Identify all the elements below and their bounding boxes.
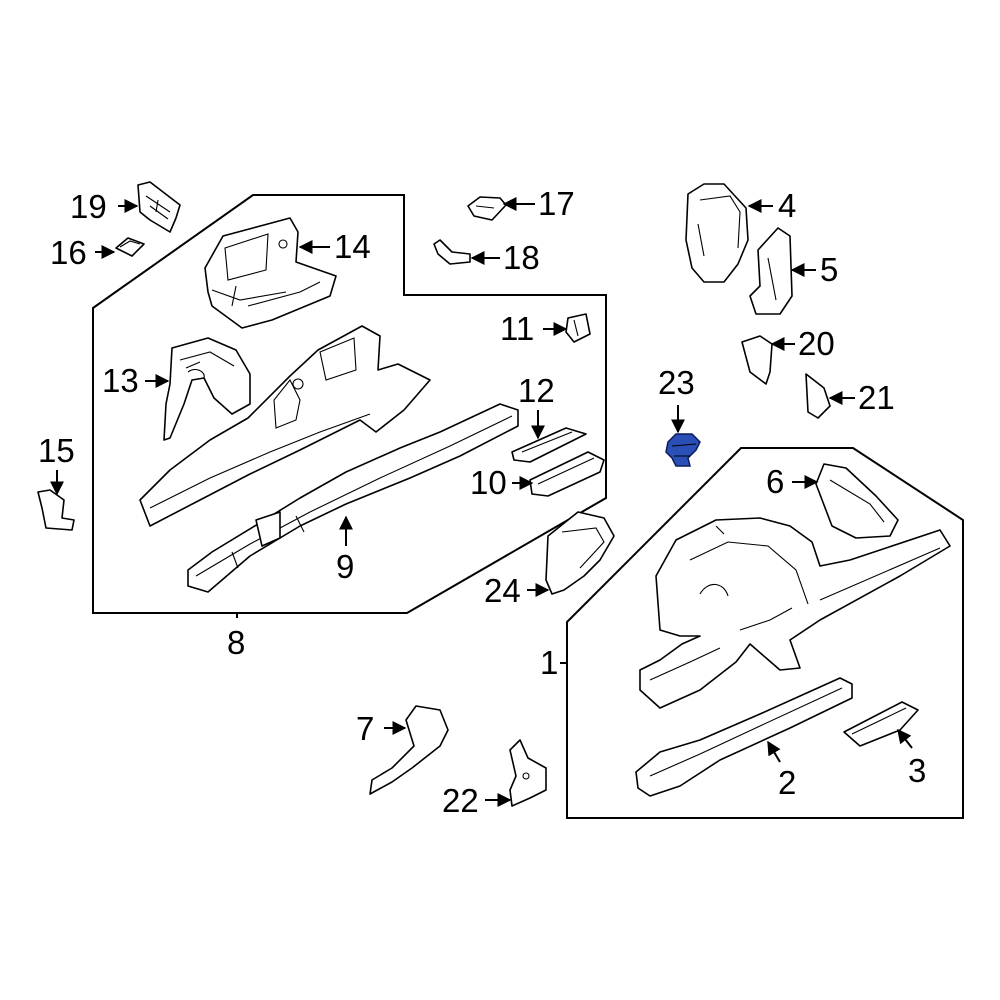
callout-21[interactable]: 21 [858, 379, 895, 416]
part-5-bracket[interactable] [749, 227, 793, 315]
callout-15[interactable]: 15 [38, 432, 75, 469]
upper-rail-assembly [139, 325, 431, 527]
part-20-bracket[interactable] [741, 335, 773, 385]
callout-7[interactable]: 7 [356, 710, 374, 747]
part-1-quarter-assembly[interactable] [639, 517, 951, 709]
callout-20[interactable]: 20 [798, 325, 835, 362]
callout-16[interactable]: 16 [50, 234, 87, 271]
part-23-highlighted[interactable] [665, 433, 701, 467]
callout-24[interactable]: 24 [484, 572, 521, 609]
part-7-bracket[interactable] [369, 705, 449, 795]
part-13-wheelhouse[interactable] [163, 337, 251, 441]
part-4-bracket[interactable] [685, 183, 749, 283]
callout-10[interactable]: 10 [470, 464, 507, 501]
part-21-bracket[interactable] [805, 373, 831, 419]
callout-8[interactable]: 8 [227, 624, 245, 661]
callout-4[interactable]: 4 [778, 187, 796, 224]
callout-6[interactable]: 6 [766, 463, 784, 500]
part-19-bracket[interactable] [137, 181, 181, 233]
callout-1[interactable]: 1 [540, 644, 558, 681]
part-12-rail[interactable] [511, 427, 587, 463]
callout-17[interactable]: 17 [538, 185, 575, 222]
callout-labels: 19 16 14 17 18 11 13 15 12 10 9 8 24 4 5… [38, 185, 926, 819]
part-14-floor-pan[interactable] [204, 217, 337, 329]
part-16-pad[interactable] [115, 237, 145, 257]
callout-3[interactable]: 3 [908, 752, 926, 789]
callout-2[interactable]: 2 [778, 764, 796, 801]
part-3-plate[interactable] [843, 701, 919, 747]
callout-5[interactable]: 5 [820, 251, 838, 288]
part-22-bracket[interactable] [509, 739, 547, 807]
part-15-bracket[interactable] [37, 489, 75, 531]
group-1-outline [566, 447, 964, 819]
callout-14[interactable]: 14 [334, 228, 371, 265]
group-8-outline [92, 194, 607, 614]
part-18-bracket[interactable] [433, 239, 471, 265]
callout-13[interactable]: 13 [102, 362, 139, 399]
callout-12[interactable]: 12 [518, 372, 555, 409]
callout-22[interactable]: 22 [442, 782, 479, 819]
part-9-rail[interactable] [187, 403, 519, 593]
part-10-rail[interactable] [529, 451, 605, 497]
callout-9[interactable]: 9 [336, 548, 354, 585]
leader-lines [50, 197, 913, 807]
callout-18[interactable]: 18 [503, 239, 540, 276]
part-24-wheelhouse[interactable] [545, 511, 615, 595]
part-6-bracket[interactable] [815, 463, 899, 539]
part-2-rail[interactable] [635, 677, 853, 797]
callout-19[interactable]: 19 [70, 188, 107, 225]
part-17-bracket[interactable] [467, 196, 507, 221]
callout-11[interactable]: 11 [500, 310, 534, 347]
callout-23[interactable]: 23 [658, 364, 695, 401]
part-11-bracket[interactable] [565, 313, 591, 343]
